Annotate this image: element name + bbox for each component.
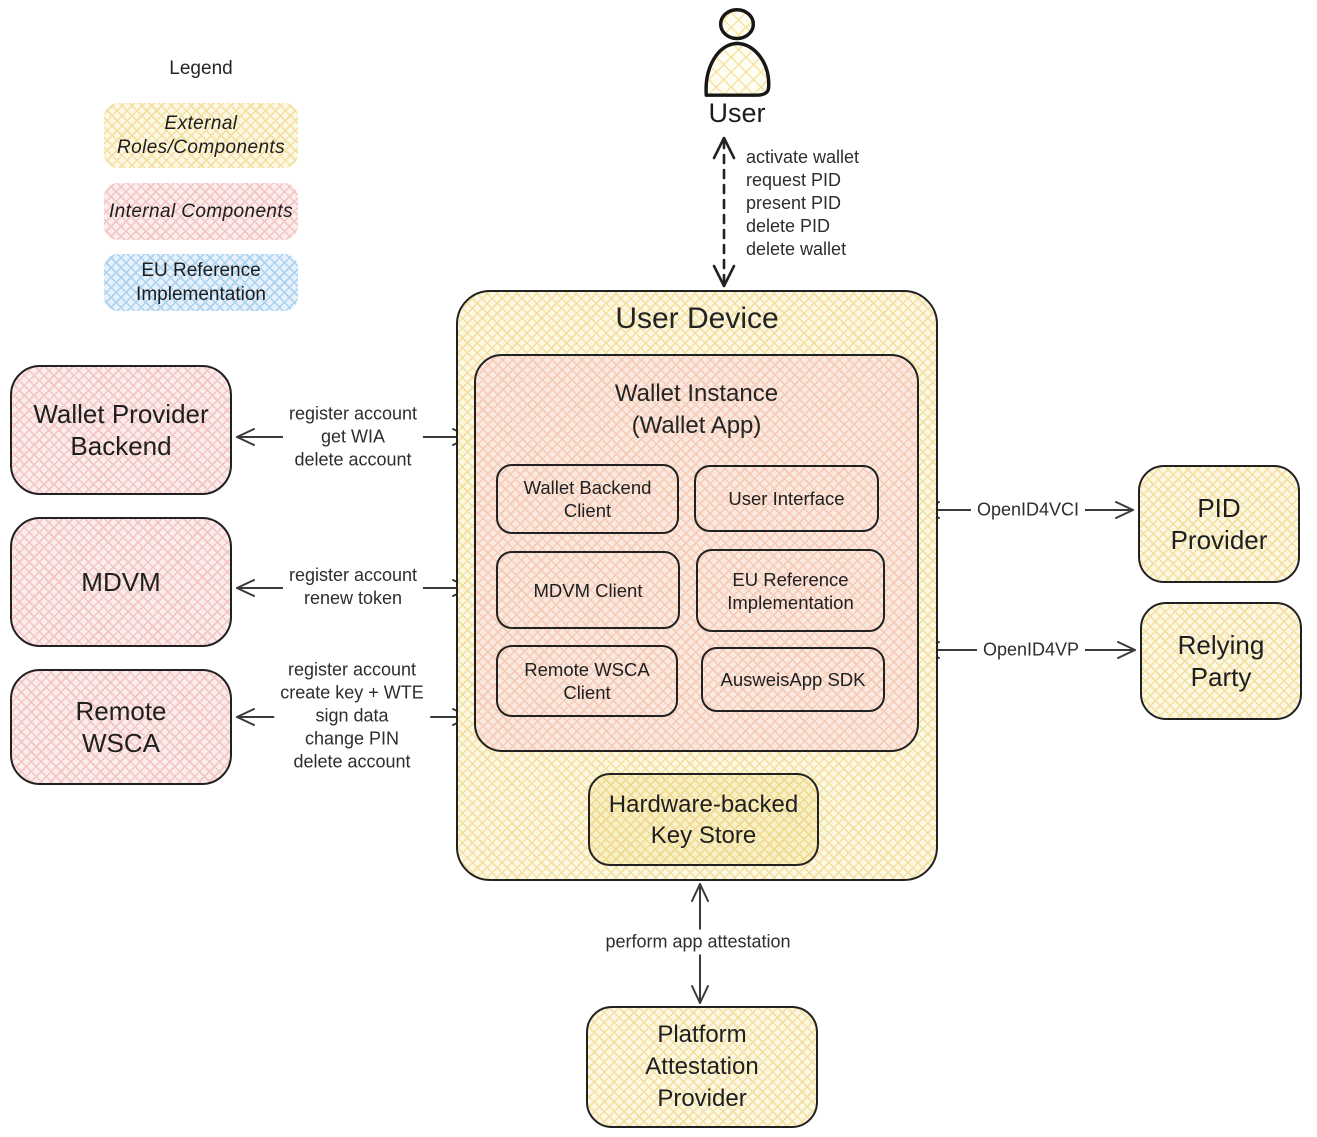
label-mdvm-actions: register account renew token xyxy=(282,563,424,611)
user-device-box: User Device Wallet Instance (Wallet App)… xyxy=(456,290,938,881)
user-icon xyxy=(704,8,771,97)
wallet-instance-box: Wallet Instance (Wallet App) Wallet Back… xyxy=(474,354,919,752)
label-remote-wsca-actions: register account create key + WTE sign d… xyxy=(274,657,430,775)
label-wallet-provider-backend-actions: register account get WIA delete account xyxy=(282,401,424,473)
hardware-backed-key-store-box: Hardware-backed Key Store xyxy=(588,773,819,866)
arrow-user-to-device xyxy=(712,136,736,288)
component-mdvm-client: MDVM Client xyxy=(496,551,680,629)
legend-item-eu-reference: EU Reference Implementation xyxy=(104,254,298,311)
component-wallet-backend-client: Wallet Backend Client xyxy=(496,464,679,534)
component-eu-reference-implementation: EU Reference Implementation xyxy=(696,549,885,632)
pid-provider-box: PID Provider xyxy=(1138,465,1300,583)
legend-item-internal: Internal Components xyxy=(104,183,298,240)
wallet-instance-title: Wallet Instance (Wallet App) xyxy=(614,380,779,439)
mdvm-box: MDVM xyxy=(10,517,232,647)
user-label: User xyxy=(708,98,766,128)
legend-title: Legend xyxy=(169,58,233,79)
remote-wsca-box: Remote WSCA xyxy=(10,669,232,785)
label-openid4vp: OpenID4VP xyxy=(976,637,1086,663)
wallet-provider-backend-box: Wallet Provider Backend xyxy=(10,365,232,495)
label-perform-app-attestation: perform app attestation xyxy=(599,929,797,955)
component-remote-wsca-client: Remote WSCA Client xyxy=(496,645,678,717)
legend-item-external: External Roles/Components xyxy=(104,103,298,168)
relying-party-box: Relying Party xyxy=(1140,602,1302,720)
label-user-actions: activate wallet request PID present PID … xyxy=(746,147,860,259)
user-device-title: User Device xyxy=(615,302,779,335)
platform-attestation-provider-box: Platform Attestation Provider xyxy=(586,1006,818,1128)
component-user-interface: User Interface xyxy=(694,465,879,532)
label-openid4vci: OpenID4VCI xyxy=(970,497,1086,523)
component-ausweisapp-sdk: AusweisApp SDK xyxy=(701,647,885,712)
